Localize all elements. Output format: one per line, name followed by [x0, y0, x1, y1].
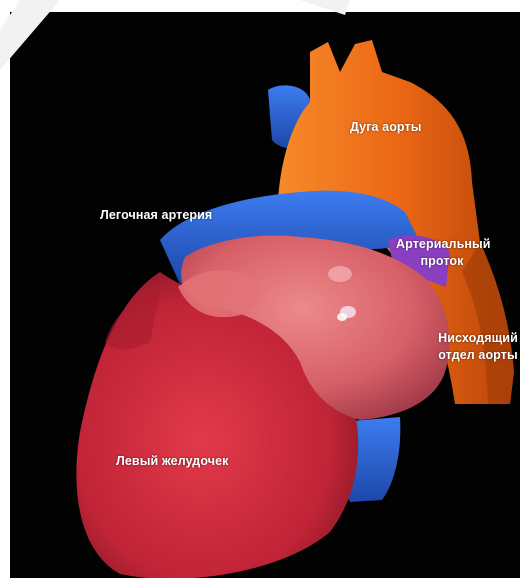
pulmonary-vein-tip [337, 313, 347, 321]
label-ductus-line1: Артериальный [396, 236, 488, 253]
pulmonary-vein [328, 266, 352, 282]
heart-illustration-panel: Дуга аорты Легочная артерия Артериальный… [10, 12, 520, 578]
label-pulmonary-artery: Легочная артерия [100, 208, 212, 222]
label-descending-line2: отдел аорты [433, 347, 520, 364]
label-descending-line1: Нисходящий [433, 330, 520, 347]
label-left-ventricle: Левый желудочек [116, 454, 229, 468]
label-ductus-line2: проток [396, 253, 488, 270]
label-descending-aorta: Нисходящий отдел аорты [433, 330, 520, 364]
label-ductus-arteriosus: Артериальный проток [396, 236, 488, 270]
heart-3d-model [10, 12, 520, 578]
label-aortic-arch: Дуга аорты [350, 120, 422, 134]
